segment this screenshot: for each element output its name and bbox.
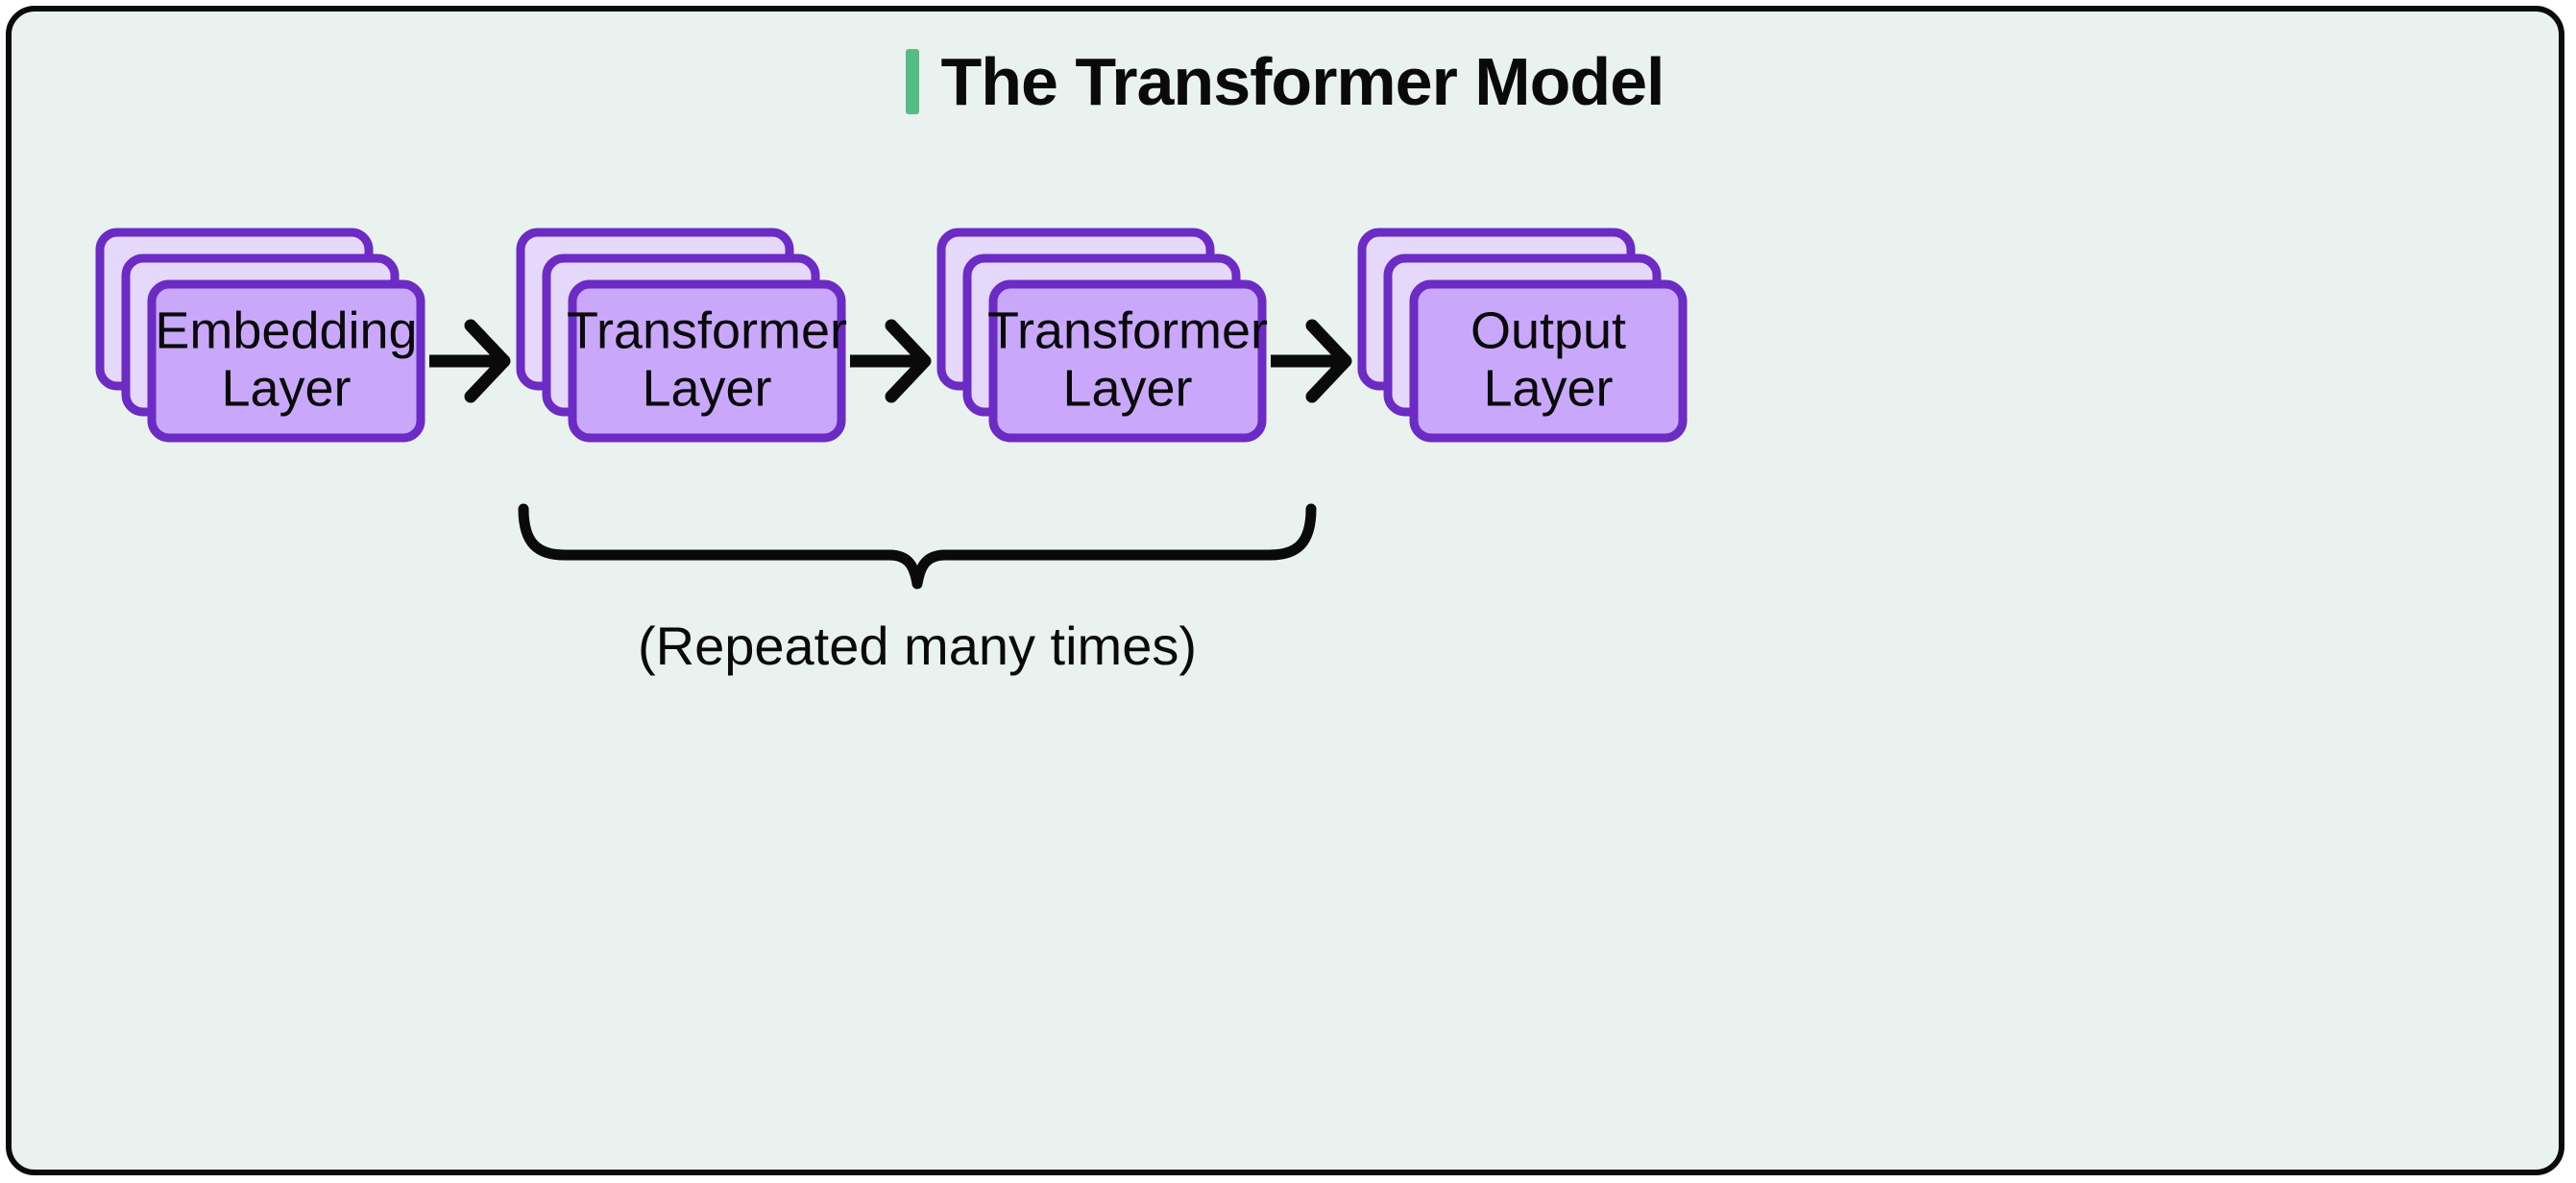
- node-label-line2: Layer: [1483, 359, 1613, 417]
- node-output[interactable]: Output Layer: [1357, 228, 1688, 443]
- node-label-line1: Embedding: [155, 302, 417, 359]
- repeat-brace-icon: [518, 503, 1317, 590]
- node-label-line1: Transformer: [987, 302, 1268, 359]
- arrow-1-icon: [429, 319, 511, 403]
- node-label-line2: Layer: [221, 359, 351, 417]
- card-front: [568, 279, 846, 443]
- node-transformer-1[interactable]: Transformer Layer: [516, 228, 847, 443]
- diagram-canvas: The Transformer Model Embedding Layer Tr…: [6, 6, 2564, 1175]
- title-row: The Transformer Model: [12, 48, 2559, 115]
- repeat-caption: (Repeated many times): [638, 616, 1197, 676]
- node-embedding[interactable]: Embedding Layer: [95, 228, 425, 443]
- arrow-3-icon: [1271, 319, 1352, 403]
- card-front: [1409, 279, 1688, 443]
- title-accent-bar: [906, 49, 920, 114]
- card-front: [988, 279, 1267, 443]
- page-title: The Transformer Model: [940, 44, 1665, 119]
- transformer-flow-diagram: Embedding Layer Transformer Layer Transf…: [95, 228, 1688, 676]
- node-label-line1: Output: [1470, 302, 1626, 359]
- card-front: [147, 279, 425, 443]
- arrow-2-icon: [850, 319, 932, 403]
- node-transformer-2[interactable]: Transformer Layer: [936, 228, 1268, 443]
- node-label-line1: Transformer: [567, 302, 847, 359]
- node-label-line2: Layer: [642, 359, 771, 417]
- node-label-line2: Layer: [1062, 359, 1192, 417]
